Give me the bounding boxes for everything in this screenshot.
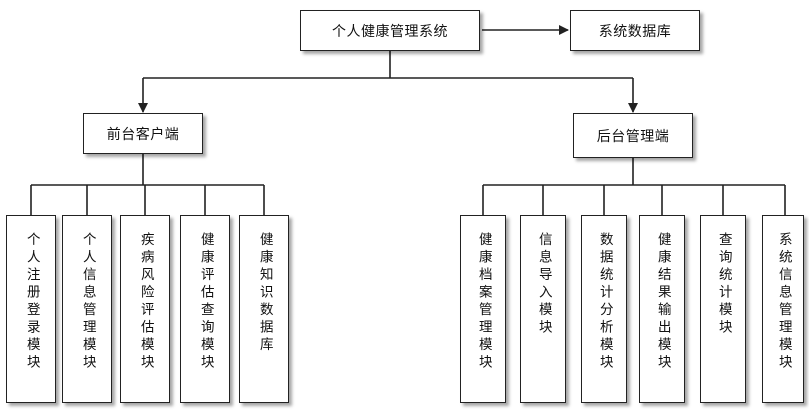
backend-module-4: 健康结果输出模块	[639, 215, 685, 403]
frontend-module-1-label: 个人注册登录模块	[23, 232, 40, 372]
frontend-module-3-label: 疾病风险评估模块	[137, 232, 154, 372]
backend-module-1-label: 健康档案管理模块	[475, 232, 492, 372]
system-database-label: 系统数据库	[598, 23, 672, 40]
frontend-module-5-label: 健康知识数据库	[256, 232, 273, 355]
frontend-module-3: 疾病风险评估模块	[120, 215, 170, 403]
backend-admin-box: 后台管理端	[573, 113, 693, 158]
backend-module-1: 健康档案管理模块	[460, 215, 506, 403]
backend-module-3: 数据统计分析模块	[581, 215, 627, 403]
root-system-box: 个人健康管理系统	[300, 10, 480, 51]
backend-module-5: 查询统计模块	[700, 215, 746, 403]
backend-admin-label: 后台管理端	[596, 128, 670, 145]
frontend-client-box: 前台客户端	[83, 113, 203, 154]
frontend-module-5: 健康知识数据库	[239, 215, 289, 403]
backend-module-3-label: 数据统计分析模块	[596, 232, 613, 372]
backend-module-2: 信息导入模块	[520, 215, 566, 403]
system-database-box: 系统数据库	[570, 10, 700, 51]
backend-module-4-label: 健康结果输出模块	[654, 232, 671, 372]
frontend-module-2: 个人信息管理模块	[62, 215, 112, 403]
backend-module-2-label: 信息导入模块	[535, 232, 552, 337]
frontend-module-1: 个人注册登录模块	[6, 215, 56, 403]
backend-module-6: 系统信息管理模块	[762, 215, 804, 403]
root-system-label: 个人健康管理系统	[332, 23, 448, 40]
frontend-client-label: 前台客户端	[106, 126, 180, 143]
backend-module-5-label: 查询统计模块	[715, 232, 732, 337]
frontend-module-2-label: 个人信息管理模块	[79, 232, 96, 372]
frontend-module-4: 健康评估查询模块	[180, 215, 230, 403]
frontend-module-4-label: 健康评估查询模块	[197, 232, 214, 372]
backend-module-6-label: 系统信息管理模块	[775, 232, 792, 372]
